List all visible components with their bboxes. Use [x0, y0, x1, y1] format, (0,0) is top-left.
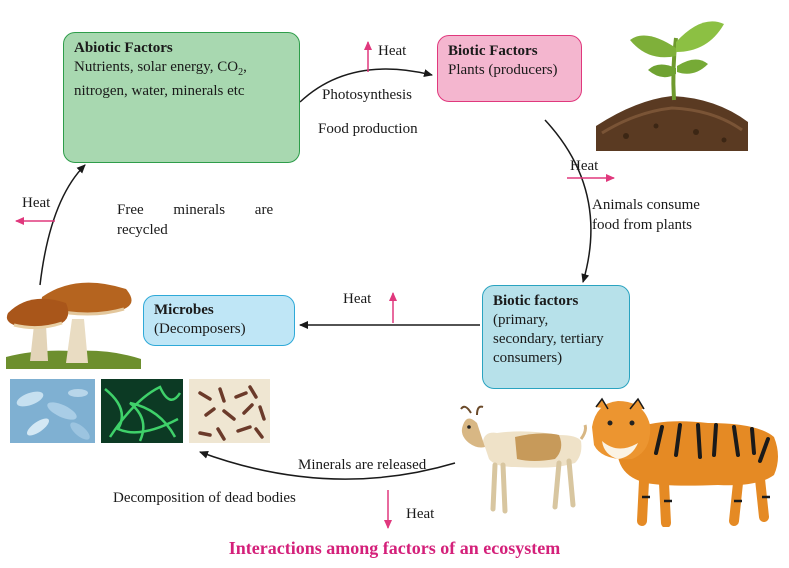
consumers-line1: (primary, [493, 312, 549, 328]
decomposition-label: Decomposition of dead bodies [113, 490, 296, 506]
producers-title: Biotic Factors [448, 43, 538, 59]
seedling-in-soil-image [596, 21, 748, 151]
producers-line1: Plants (producers) [448, 62, 558, 78]
heat-label-producers: Heat [570, 158, 599, 174]
cycle-arrow-dead-bodies-to-microbes [199, 451, 456, 480]
animals-consume-label-2: food from plants [592, 217, 692, 233]
abiotic-line1: Nutrients, solar energy, CO2, [74, 59, 247, 78]
abiotic-line2: nitrogen, water, minerals etc [74, 83, 245, 99]
abiotic-title: Abiotic Factors [74, 40, 173, 56]
abiotic-line1-end: , [243, 59, 247, 75]
heat-label-consumers: Heat [343, 291, 372, 307]
biotic-consumers-box: Biotic factors (primary, secondary, tert… [482, 285, 630, 389]
biotic-producers-box: Biotic Factors Plants (producers) [437, 35, 582, 102]
photosynthesis-label: Photosynthesis [322, 87, 413, 103]
animals-consume-label-1: Animals consume [592, 197, 700, 213]
heat-label-decomposition: Heat [406, 506, 435, 522]
consumers-line2: secondary, tertiary [493, 331, 604, 347]
microbes-line1: (Decomposers) [154, 321, 246, 337]
microbes-box: Microbes (Decomposers) [143, 295, 295, 346]
free-minerals-label-2: recycled [117, 222, 168, 238]
consumers-title: Biotic factors [493, 293, 579, 309]
diagram-caption: Interactions among factors of an ecosyst… [228, 538, 561, 558]
microbes-title: Microbes [154, 302, 214, 318]
abiotic-line1-text: Nutrients, solar energy, CO [74, 59, 239, 75]
mushrooms-image [6, 282, 141, 369]
goat-image [460, 405, 587, 514]
abiotic-factors-box: Abiotic Factors Nutrients, solar energy,… [63, 32, 300, 163]
cycle-arrow-producers-to-consumers [544, 119, 592, 283]
cycle-arrow-abiotic-to-producers [299, 68, 433, 103]
heat-label-photosynthesis: Heat [378, 43, 407, 59]
consumers-line3: consumers) [493, 350, 563, 366]
bacteria-micrographs-image [10, 379, 270, 443]
free-minerals-label-1: Free minerals are [117, 202, 274, 218]
cycle-arrow-decomposers-to-abiotic [39, 164, 86, 286]
tiger-image [592, 397, 778, 527]
heat-label-decomposers: Heat [22, 195, 51, 211]
co2-subscript: 2 [238, 67, 244, 78]
minerals-released-label: Minerals are released [298, 457, 427, 473]
food-production-label: Food production [318, 121, 418, 137]
